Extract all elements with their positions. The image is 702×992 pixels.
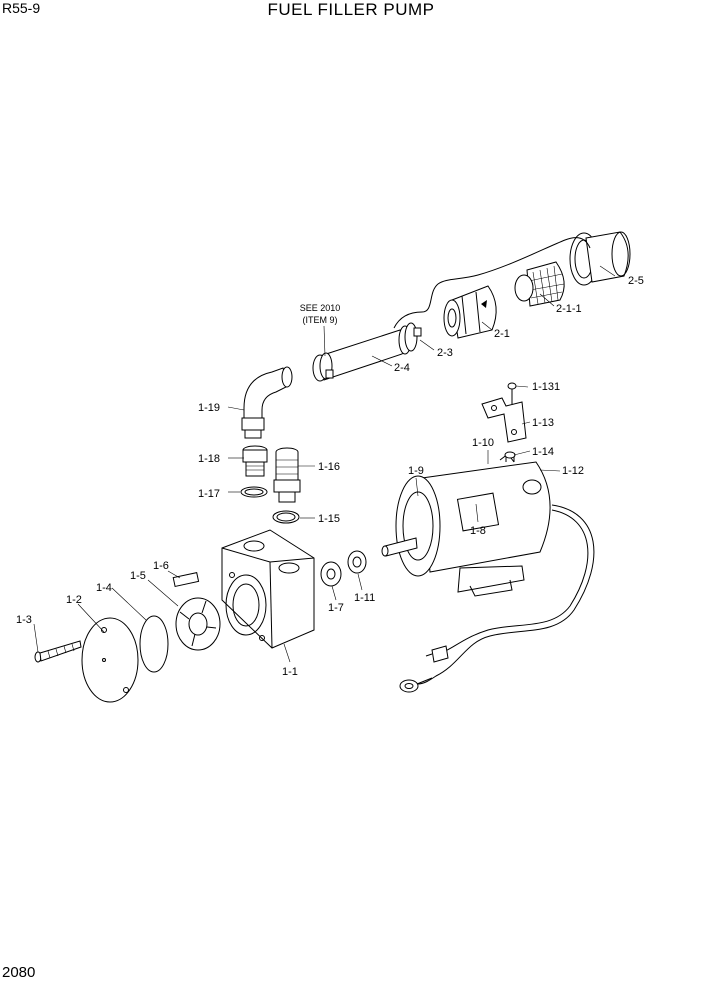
motor-1-9 [381, 453, 551, 597]
label-1-3: 1-3 [16, 614, 32, 626]
seal-1-7 [320, 561, 342, 587]
label-1-12: 1-12 [562, 465, 584, 477]
cover-plate-1-2 [81, 617, 139, 703]
label-1-16: 1-16 [318, 461, 340, 473]
label-1-18: 1-18 [198, 453, 220, 465]
label-1-19: 1-19 [198, 402, 220, 414]
ring-terminal [399, 677, 433, 693]
label-1-7: 1-7 [328, 602, 344, 614]
label-1-6: 1-6 [153, 560, 169, 572]
oring-1-17 [240, 486, 268, 498]
label-1-4: 1-4 [96, 582, 112, 594]
label-2-1: 2-1 [494, 328, 510, 340]
label-1-14: 1-14 [532, 446, 554, 458]
page-title: FUEL FILLER PUMP [267, 0, 435, 19]
ground-wire [393, 237, 591, 329]
label-1-9: 1-9 [408, 465, 424, 477]
seal-1-11 [347, 550, 367, 574]
screw-1-131 [507, 382, 517, 404]
elbow-1-19 [241, 366, 293, 439]
impeller-1-5 [175, 597, 221, 651]
oring-1-15 [272, 510, 300, 524]
label-1-5: 1-5 [130, 570, 146, 582]
power-cable [417, 504, 595, 685]
hose-barb-1-16 [273, 447, 301, 503]
pump-body-1-1 [221, 529, 315, 649]
oring-1-4 [139, 615, 169, 673]
label-1-11: 1-11 [354, 592, 375, 604]
label-1-15: 1-15 [318, 513, 340, 525]
vane-1-6 [172, 572, 200, 588]
hose-clamps-2-3 [319, 322, 422, 380]
label-1-2: 1-2 [66, 594, 82, 606]
label-1-13: 1-13 [532, 417, 554, 429]
strainer-2-1-1 [514, 261, 565, 307]
bracket-1-13 [481, 397, 527, 443]
page-number: 2080 [2, 964, 36, 981]
label-1-131: 1-131 [532, 381, 560, 393]
model-code: R55-9 [2, 0, 41, 16]
label-1-8: 1-8 [470, 525, 486, 537]
label-1-17: 1-17 [198, 488, 220, 500]
reference-note-line2: (ITEM 9) [303, 315, 338, 325]
label-1-10: 1-10 [472, 437, 494, 449]
label-2-5: 2-5 [628, 275, 644, 287]
cable-connector [425, 645, 449, 663]
hose-end-2-5 [569, 231, 631, 286]
power-cable-2 [437, 509, 589, 655]
label-2-1-1: 2-1-1 [556, 303, 582, 315]
screw-1-3 [34, 640, 82, 663]
label-2-4: 2-4 [394, 362, 410, 374]
leader-lines [33, 265, 616, 663]
label-1-1: 1-1 [282, 666, 298, 678]
label-2-3: 2-3 [437, 347, 453, 359]
fastener-1-14 [504, 451, 516, 462]
reference-note-line1: SEE 2010 [300, 303, 341, 313]
adapter-1-18 [242, 445, 268, 477]
hose-fitting-2-1 [443, 285, 497, 339]
